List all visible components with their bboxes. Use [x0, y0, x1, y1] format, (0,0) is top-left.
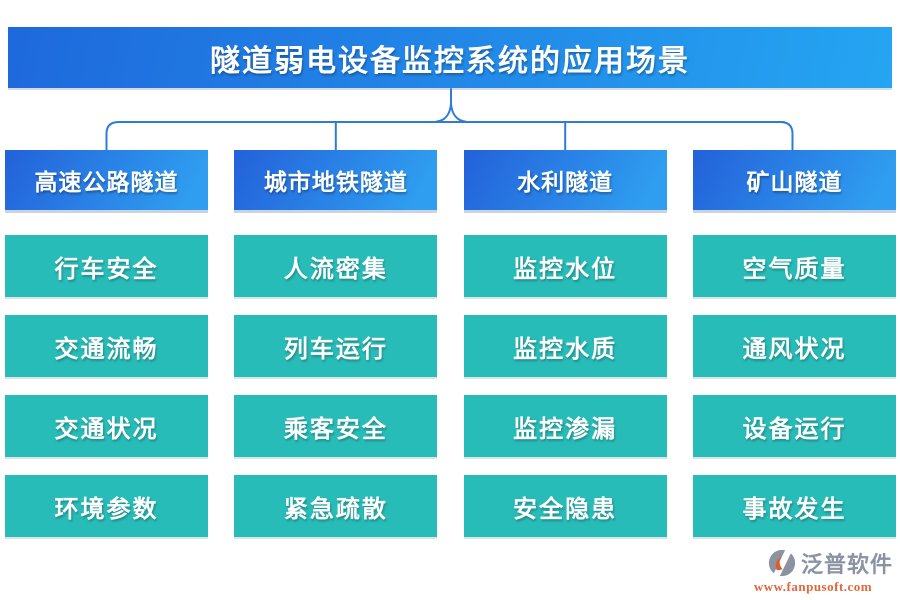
item-label: 环境参数 — [54, 496, 159, 523]
item-label: 事故发生 — [742, 496, 847, 523]
item-box: 安全隐患 — [463, 475, 667, 537]
category-label: 高速公路隧道 — [34, 170, 179, 195]
category-header-row: 高速公路隧道 城市地铁隧道 水利隧道 矿山隧道 — [5, 150, 896, 210]
item-box: 空气质量 — [692, 235, 896, 297]
item-label: 通风状况 — [742, 336, 847, 363]
item-label: 紧急疏散 — [283, 496, 388, 523]
item-label: 监控水质 — [513, 336, 618, 363]
category-header-metro-tunnel: 城市地铁隧道 — [234, 150, 438, 210]
item-box: 列车运行 — [234, 315, 438, 377]
brand-name: 泛普软件 — [800, 552, 893, 577]
page-title: 隧道弱电设备监控系统的应用场景 — [210, 44, 690, 78]
item-box: 乘客安全 — [234, 395, 438, 457]
item-box: 通风状况 — [692, 315, 896, 377]
fanpu-logo-icon — [768, 548, 796, 578]
category-label: 水利隧道 — [517, 170, 614, 195]
category-label: 矿山隧道 — [746, 170, 843, 195]
item-label: 安全隐患 — [513, 496, 618, 523]
item-box: 设备运行 — [692, 395, 896, 457]
item-box: 监控水位 — [463, 235, 667, 297]
category-label: 城市地铁隧道 — [263, 170, 408, 195]
brand-url: www.fanpusoft.com — [753, 579, 873, 594]
item-box: 事故发生 — [692, 475, 896, 537]
item-box: 环境参数 — [5, 475, 208, 537]
item-label: 行车安全 — [54, 256, 159, 283]
item-label: 交通流畅 — [54, 336, 159, 363]
item-box: 紧急疏散 — [234, 475, 438, 537]
item-label: 列车运行 — [283, 336, 388, 363]
item-label: 设备运行 — [742, 416, 847, 443]
item-label: 人流密集 — [283, 256, 388, 283]
item-box: 监控水质 — [463, 315, 667, 377]
item-box: 行车安全 — [5, 235, 208, 297]
item-label: 监控渗漏 — [513, 416, 618, 443]
brand-footer: 泛普软件 www.fanpusoft.com — [733, 547, 893, 595]
item-box: 交通流畅 — [5, 315, 208, 377]
category-header-mine-tunnel: 矿山隧道 — [692, 150, 896, 210]
item-label: 乘客安全 — [283, 416, 388, 443]
category-header-water-tunnel: 水利隧道 — [463, 150, 667, 210]
item-grid: 行车安全 人流密集 监控水位 空气质量 交通流畅 列车运行 监控水质 通风状况 … — [5, 235, 896, 537]
category-header-highway-tunnel: 高速公路隧道 — [5, 150, 208, 210]
item-label: 交通状况 — [54, 416, 159, 443]
item-label: 监控水位 — [513, 256, 618, 283]
item-box: 交通状况 — [5, 395, 208, 457]
item-box: 监控渗漏 — [463, 395, 667, 457]
item-label: 空气质量 — [742, 256, 847, 283]
page-title-banner: 隧道弱电设备监控系统的应用场景 — [8, 27, 892, 88]
item-box: 人流密集 — [234, 235, 438, 297]
